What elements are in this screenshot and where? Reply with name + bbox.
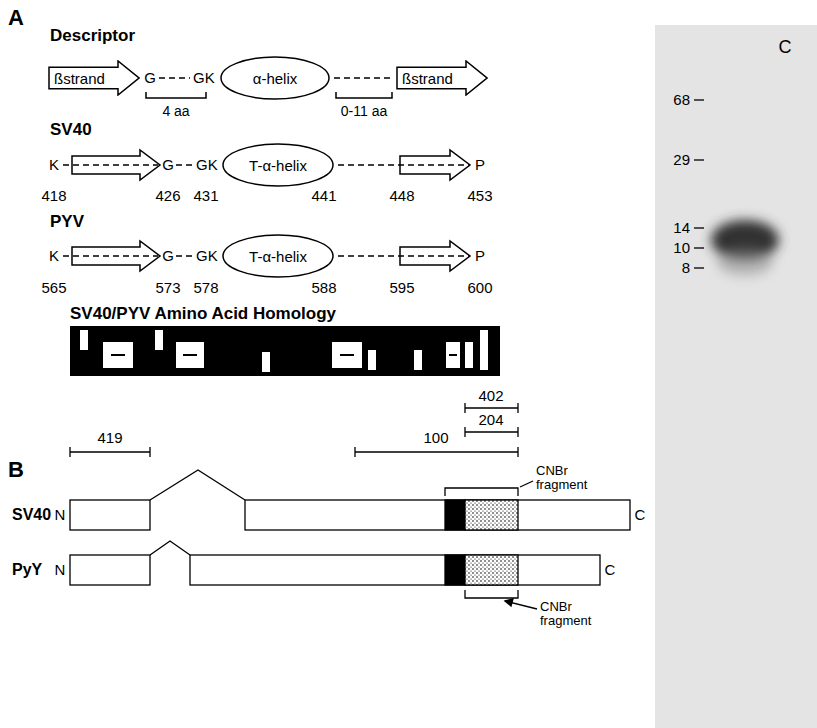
lane-label: C bbox=[779, 38, 792, 58]
pyv-map bbox=[70, 541, 600, 609]
residue-number: 418 bbox=[41, 188, 66, 205]
terminus-label: N bbox=[55, 507, 66, 524]
residue-letter: GK bbox=[193, 70, 215, 87]
row-title: SV40 bbox=[50, 121, 92, 140]
helix-ellipse: T-α-helix bbox=[222, 234, 334, 278]
residue-letter: P bbox=[475, 157, 485, 174]
row-title: Descriptor bbox=[50, 27, 135, 46]
span-brackets bbox=[70, 403, 518, 457]
ellipse-shape bbox=[221, 57, 329, 99]
helix-ellipse: α-helix bbox=[220, 56, 330, 100]
homology-bar bbox=[70, 326, 500, 376]
arrow-shape bbox=[397, 61, 487, 95]
ellipse-shape bbox=[223, 144, 333, 186]
residue-number: 431 bbox=[193, 188, 218, 205]
residue-letter: P bbox=[475, 248, 485, 265]
residue-number: 588 bbox=[311, 280, 336, 297]
residue-letter: GK bbox=[196, 248, 218, 265]
span-label: 100 bbox=[423, 430, 448, 447]
residue-number: 600 bbox=[467, 280, 492, 297]
structure-label: ßstrand bbox=[402, 71, 453, 86]
residue-number: 578 bbox=[193, 280, 218, 297]
panel-letter: B bbox=[8, 458, 24, 482]
marker-size: 29 bbox=[673, 152, 690, 169]
strand-arrow: ßstrand bbox=[48, 60, 140, 96]
ellipse-shape bbox=[223, 235, 333, 277]
residue-number: 441 bbox=[311, 188, 336, 205]
marker-size: 8 bbox=[682, 260, 690, 277]
residue-letter: K bbox=[49, 157, 59, 174]
marker-size: 14 bbox=[673, 220, 690, 237]
span-label: 402 bbox=[478, 388, 503, 405]
span-label: 204 bbox=[478, 412, 503, 429]
structure-label: T-α-helix bbox=[249, 158, 307, 173]
span-label: 419 bbox=[97, 430, 122, 447]
marker-size: 10 bbox=[673, 240, 690, 257]
residue-letter: GK bbox=[196, 157, 218, 174]
bar-title: SV40/PYV Amino Acid Homology bbox=[70, 305, 336, 324]
residue-number: 573 bbox=[155, 280, 180, 297]
strand-arrow: ßstrand bbox=[396, 60, 488, 96]
residue-letter: G bbox=[162, 248, 174, 265]
terminus-label: N bbox=[55, 562, 66, 579]
gene-label: PyY bbox=[12, 561, 42, 579]
residue-number: 426 bbox=[155, 188, 180, 205]
residue-letter: G bbox=[162, 157, 174, 174]
structure-label: ßstrand bbox=[54, 71, 105, 86]
fragment-label: CNBr fragment bbox=[540, 600, 606, 629]
gel-background bbox=[655, 25, 817, 728]
panel-letter: A bbox=[8, 6, 24, 30]
arrow-shape bbox=[49, 61, 139, 95]
residue-number: 595 bbox=[389, 280, 414, 297]
structure-label: T-α-helix bbox=[249, 249, 307, 264]
residue-number: 448 bbox=[389, 188, 414, 205]
residue-letter: K bbox=[49, 248, 59, 265]
residue-letter: G bbox=[144, 70, 156, 87]
gel-smear bbox=[717, 248, 773, 276]
terminus-label: C bbox=[635, 507, 646, 524]
marker-size: 68 bbox=[673, 92, 690, 109]
residue-number: 453 bbox=[467, 188, 492, 205]
fragment-label: CNBr fragment bbox=[536, 464, 602, 493]
residue-number: 565 bbox=[41, 280, 66, 297]
structure-label: α-helix bbox=[253, 71, 298, 86]
helix-ellipse: T-α-helix bbox=[222, 143, 334, 187]
row-title: PYV bbox=[50, 213, 84, 232]
gene-label: SV40 bbox=[12, 506, 51, 524]
terminus-label: C bbox=[605, 562, 616, 579]
span-label: 0-11 aa bbox=[341, 104, 387, 119]
span-label: 4 aa bbox=[162, 104, 189, 119]
marker-ticks bbox=[694, 100, 704, 268]
